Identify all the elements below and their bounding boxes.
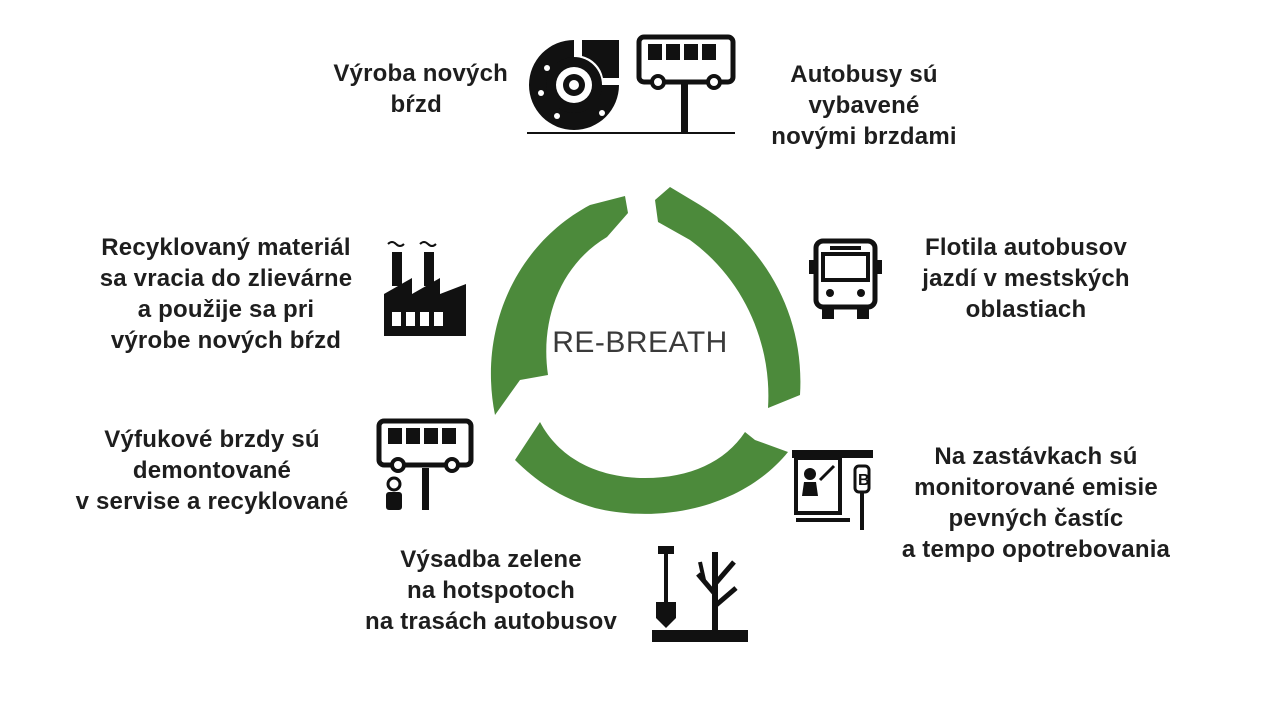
divider-line (527, 132, 735, 134)
step-label-brake-production: Výroba nových bŕzd (333, 60, 508, 118)
shovel-tree-icon (652, 546, 748, 642)
step-label-material-foundry: Recyklovaný materiál sa vracia do zlievá… (99, 234, 353, 354)
step-label-buses-equipped: Autobusy sú vybavené novými brzdami (771, 61, 957, 150)
factory-icon (384, 241, 466, 336)
bus-person-icon (376, 418, 474, 510)
cycle-arrow-left (490, 196, 628, 415)
step-label-brakes-recycled: Výfukové brzdy sú demontované v servise … (75, 426, 349, 515)
cycle-arrow-right (655, 187, 801, 408)
bus-stop-icon: B (792, 450, 873, 530)
cycle-arrow-bottom (515, 422, 788, 514)
step-label-fleet-urban: Flotila autobusov jazdí v mestských obla… (922, 234, 1130, 323)
step-label-stops-monitoring: Na zastávkach sú monitorované emisie pev… (901, 443, 1171, 563)
center-label: RE-BREATH (552, 326, 728, 359)
step-label-greenery-planting: Výsadba zelene na hotspotoch na trasách … (364, 546, 618, 635)
bus-sign-icon (636, 34, 736, 132)
brake-disc-icon (529, 40, 619, 130)
bus-front-icon (809, 238, 882, 319)
svg-text:B: B (858, 472, 870, 489)
